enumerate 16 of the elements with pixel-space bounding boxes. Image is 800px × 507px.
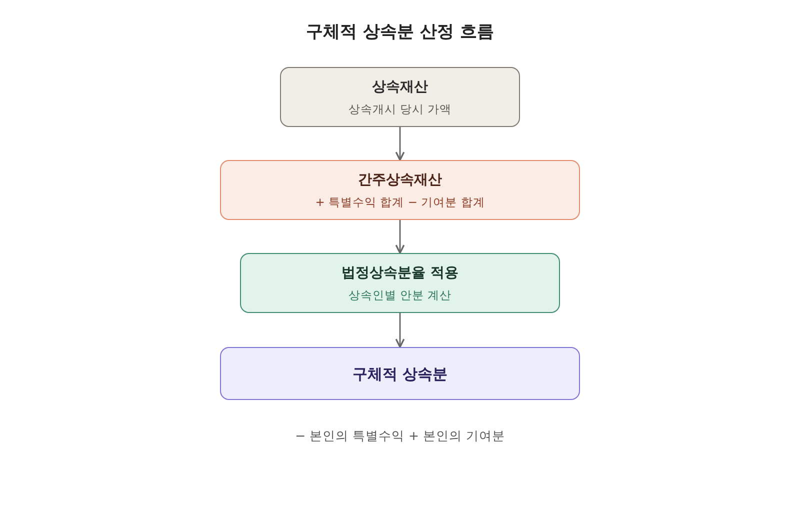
- diagram-title: 구체적 상속분 산정 흐름: [305, 21, 495, 43]
- process-box: [280, 67, 520, 127]
- box-title: 법정상속분율 적용: [342, 264, 458, 282]
- arrow: [395, 313, 405, 348]
- arrow: [395, 220, 405, 254]
- box-title: 구체적 상속분: [352, 364, 448, 382]
- process-box: [220, 160, 580, 220]
- box-subtitle: 상속개시 당시 가액: [348, 102, 452, 116]
- box-title: 상속재산: [372, 78, 428, 96]
- box-title: 간주상속재산: [358, 170, 442, 188]
- process-box: [220, 347, 580, 400]
- box-subtitle: + 특별수익 합계 − 기여분 합계: [315, 194, 485, 210]
- process-box: [240, 253, 560, 313]
- arrow: [395, 127, 405, 161]
- box-subtitle: 상속인별 안분 계산: [348, 288, 452, 302]
- note-text: − 본인의 특별수익 + 본인의 기여분: [294, 428, 506, 445]
